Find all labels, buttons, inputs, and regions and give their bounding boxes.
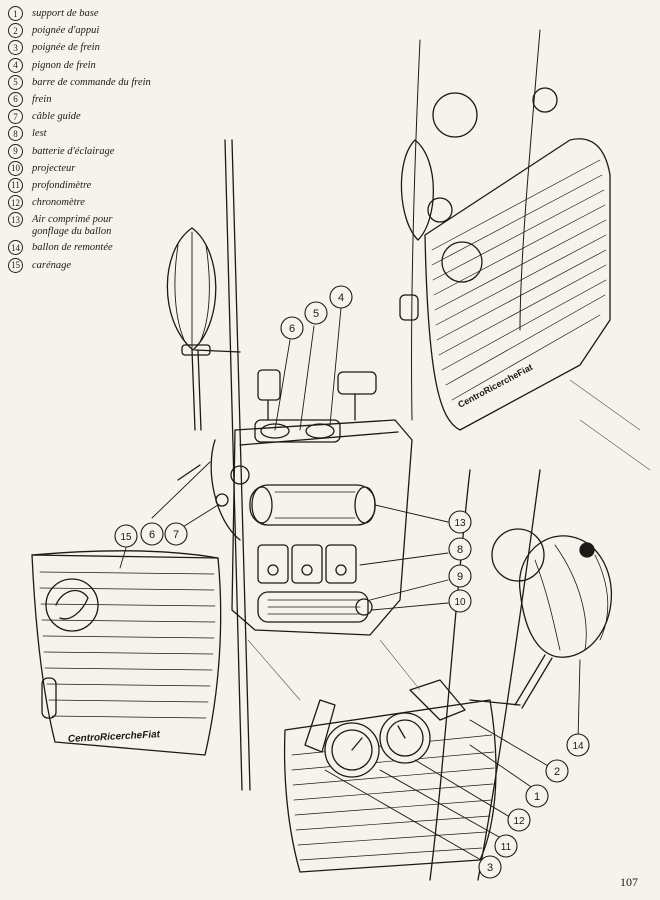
equipment-module	[177, 369, 413, 636]
legend-item: 8 lest	[8, 126, 208, 142]
callout-8: 8	[457, 544, 463, 556]
callout-11: 11	[501, 842, 512, 853]
lighting-battery	[257, 591, 373, 623]
legend-number: 1	[8, 6, 23, 21]
callout-5: 5	[313, 308, 319, 320]
callout-circle-4	[329, 285, 353, 309]
callout-4: 4	[338, 292, 344, 304]
callout-circle-11	[494, 834, 518, 858]
callout-circle-2	[545, 759, 569, 783]
brake-assembly	[254, 369, 377, 443]
callout-circle-6b	[140, 522, 164, 546]
callout-circle-5	[304, 301, 328, 325]
callout-circle-6	[280, 316, 304, 340]
callout-15: 15	[120, 532, 132, 543]
legend-label: barre de commande du frein	[32, 76, 151, 88]
upper-balloon-assembly	[399, 87, 558, 321]
callout-7: 7	[173, 529, 179, 541]
legend-number: 10	[8, 160, 23, 176]
legend-item: 5 barre de commande du frein	[8, 74, 208, 90]
legend-item: 11 profondimètre	[8, 177, 208, 193]
callout-13: 13	[454, 518, 466, 529]
legend-item: 4 pignon de frein	[8, 57, 208, 73]
legend-number: 9	[8, 143, 23, 159]
legend-item: 10 projecteur	[8, 160, 208, 176]
callouts: 1 2 3 4 5 6 7 8 9 10 11 12 13 14 15 6	[114, 285, 590, 879]
legend-item: 2 poignée d'appui	[8, 23, 208, 39]
legend-label: projecteur	[32, 162, 76, 174]
air-cylinder	[249, 484, 376, 526]
ballast-weights	[257, 544, 357, 584]
ascent-balloon-large	[491, 528, 612, 709]
callout-6-second: 6	[149, 529, 155, 541]
legend-number: 14	[8, 240, 23, 256]
legend-label: ballon de remontée	[32, 242, 113, 254]
legend-item: 1 support de base	[8, 6, 208, 21]
legend-label: poignée de frein	[32, 42, 100, 54]
callout-circle-10	[448, 589, 472, 613]
callout-circle-8	[448, 537, 472, 561]
callout-circle-3	[478, 855, 502, 879]
fairing-logo-text: CentroRicercheFiat	[68, 729, 161, 745]
legend-number: 15	[8, 257, 23, 273]
legend-label: câble guide	[32, 111, 81, 123]
front-fairing: CentroRicercheFiat	[31, 550, 222, 756]
upper-fairing: CentroRicercheFiat	[424, 138, 611, 431]
legend-label: pignon de frein	[32, 59, 96, 71]
legend-number: 13	[8, 212, 23, 228]
callout-1: 1	[534, 791, 540, 803]
legend-item: 15 carénage	[8, 257, 208, 273]
guide-cables	[224, 29, 541, 881]
fairing-logo-text-top: CentroRicercheFiat	[456, 362, 534, 410]
chronometer	[379, 712, 431, 764]
legend-label: carénage	[32, 259, 72, 271]
legend-item: 14 ballon de remontée	[8, 240, 208, 256]
legend-number: 11	[8, 177, 23, 193]
legend-item: 6 frein	[8, 91, 208, 107]
legend-number: 5	[8, 74, 23, 90]
legend-label: Air comprimé pour gonflage du ballon	[32, 214, 113, 238]
legend-label: frein	[32, 93, 52, 105]
legend-label: chronomètre	[32, 197, 85, 209]
legend-label: support de base	[32, 8, 99, 19]
callout-14: 14	[572, 741, 584, 752]
callout-circle-12	[507, 808, 531, 832]
legend-number: 7	[8, 109, 23, 125]
legend-label: poignée d'appui	[32, 25, 100, 37]
callout-circle-13	[448, 510, 472, 534]
legend-number: 12	[8, 195, 23, 211]
legend-label: batterie d'éclairage	[32, 145, 115, 157]
legend-number: 3	[8, 40, 23, 56]
legend-item: 7 câble guide	[8, 109, 208, 125]
callout-12: 12	[513, 816, 525, 827]
callout-circle-1	[525, 784, 549, 808]
callout-circle-7	[164, 522, 188, 546]
legend-label: lest	[32, 128, 47, 140]
callout-3: 3	[487, 862, 493, 874]
depth-gauge	[324, 722, 380, 778]
legend-number: 4	[8, 57, 23, 73]
ascent-balloon-small	[166, 227, 241, 431]
legend-item: 9 batterie d'éclairage	[8, 143, 208, 159]
legend-number: 8	[8, 126, 23, 142]
callout-circle-9	[448, 564, 472, 588]
callout-2: 2	[554, 766, 560, 778]
callout-9: 9	[457, 571, 463, 583]
page-number: 107	[620, 875, 638, 889]
legend-number: 6	[8, 91, 23, 107]
legend-number: 2	[8, 23, 23, 39]
callout-circle-15	[114, 524, 138, 548]
legend-item: 13 Air comprimé pour gonflage du ballon	[8, 212, 208, 238]
legend-item: 12 chronomètre	[8, 195, 208, 211]
base-support	[283, 679, 521, 873]
legend: 1 support de base 2 poignée d'appui 3 poign…	[8, 6, 208, 277]
legend-label: profondimètre	[32, 179, 92, 191]
legend-item: 3 poignée de frein	[8, 40, 208, 56]
callout-10: 10	[454, 597, 466, 608]
callout-circle-14	[566, 733, 590, 757]
callout-6: 6	[289, 323, 295, 335]
